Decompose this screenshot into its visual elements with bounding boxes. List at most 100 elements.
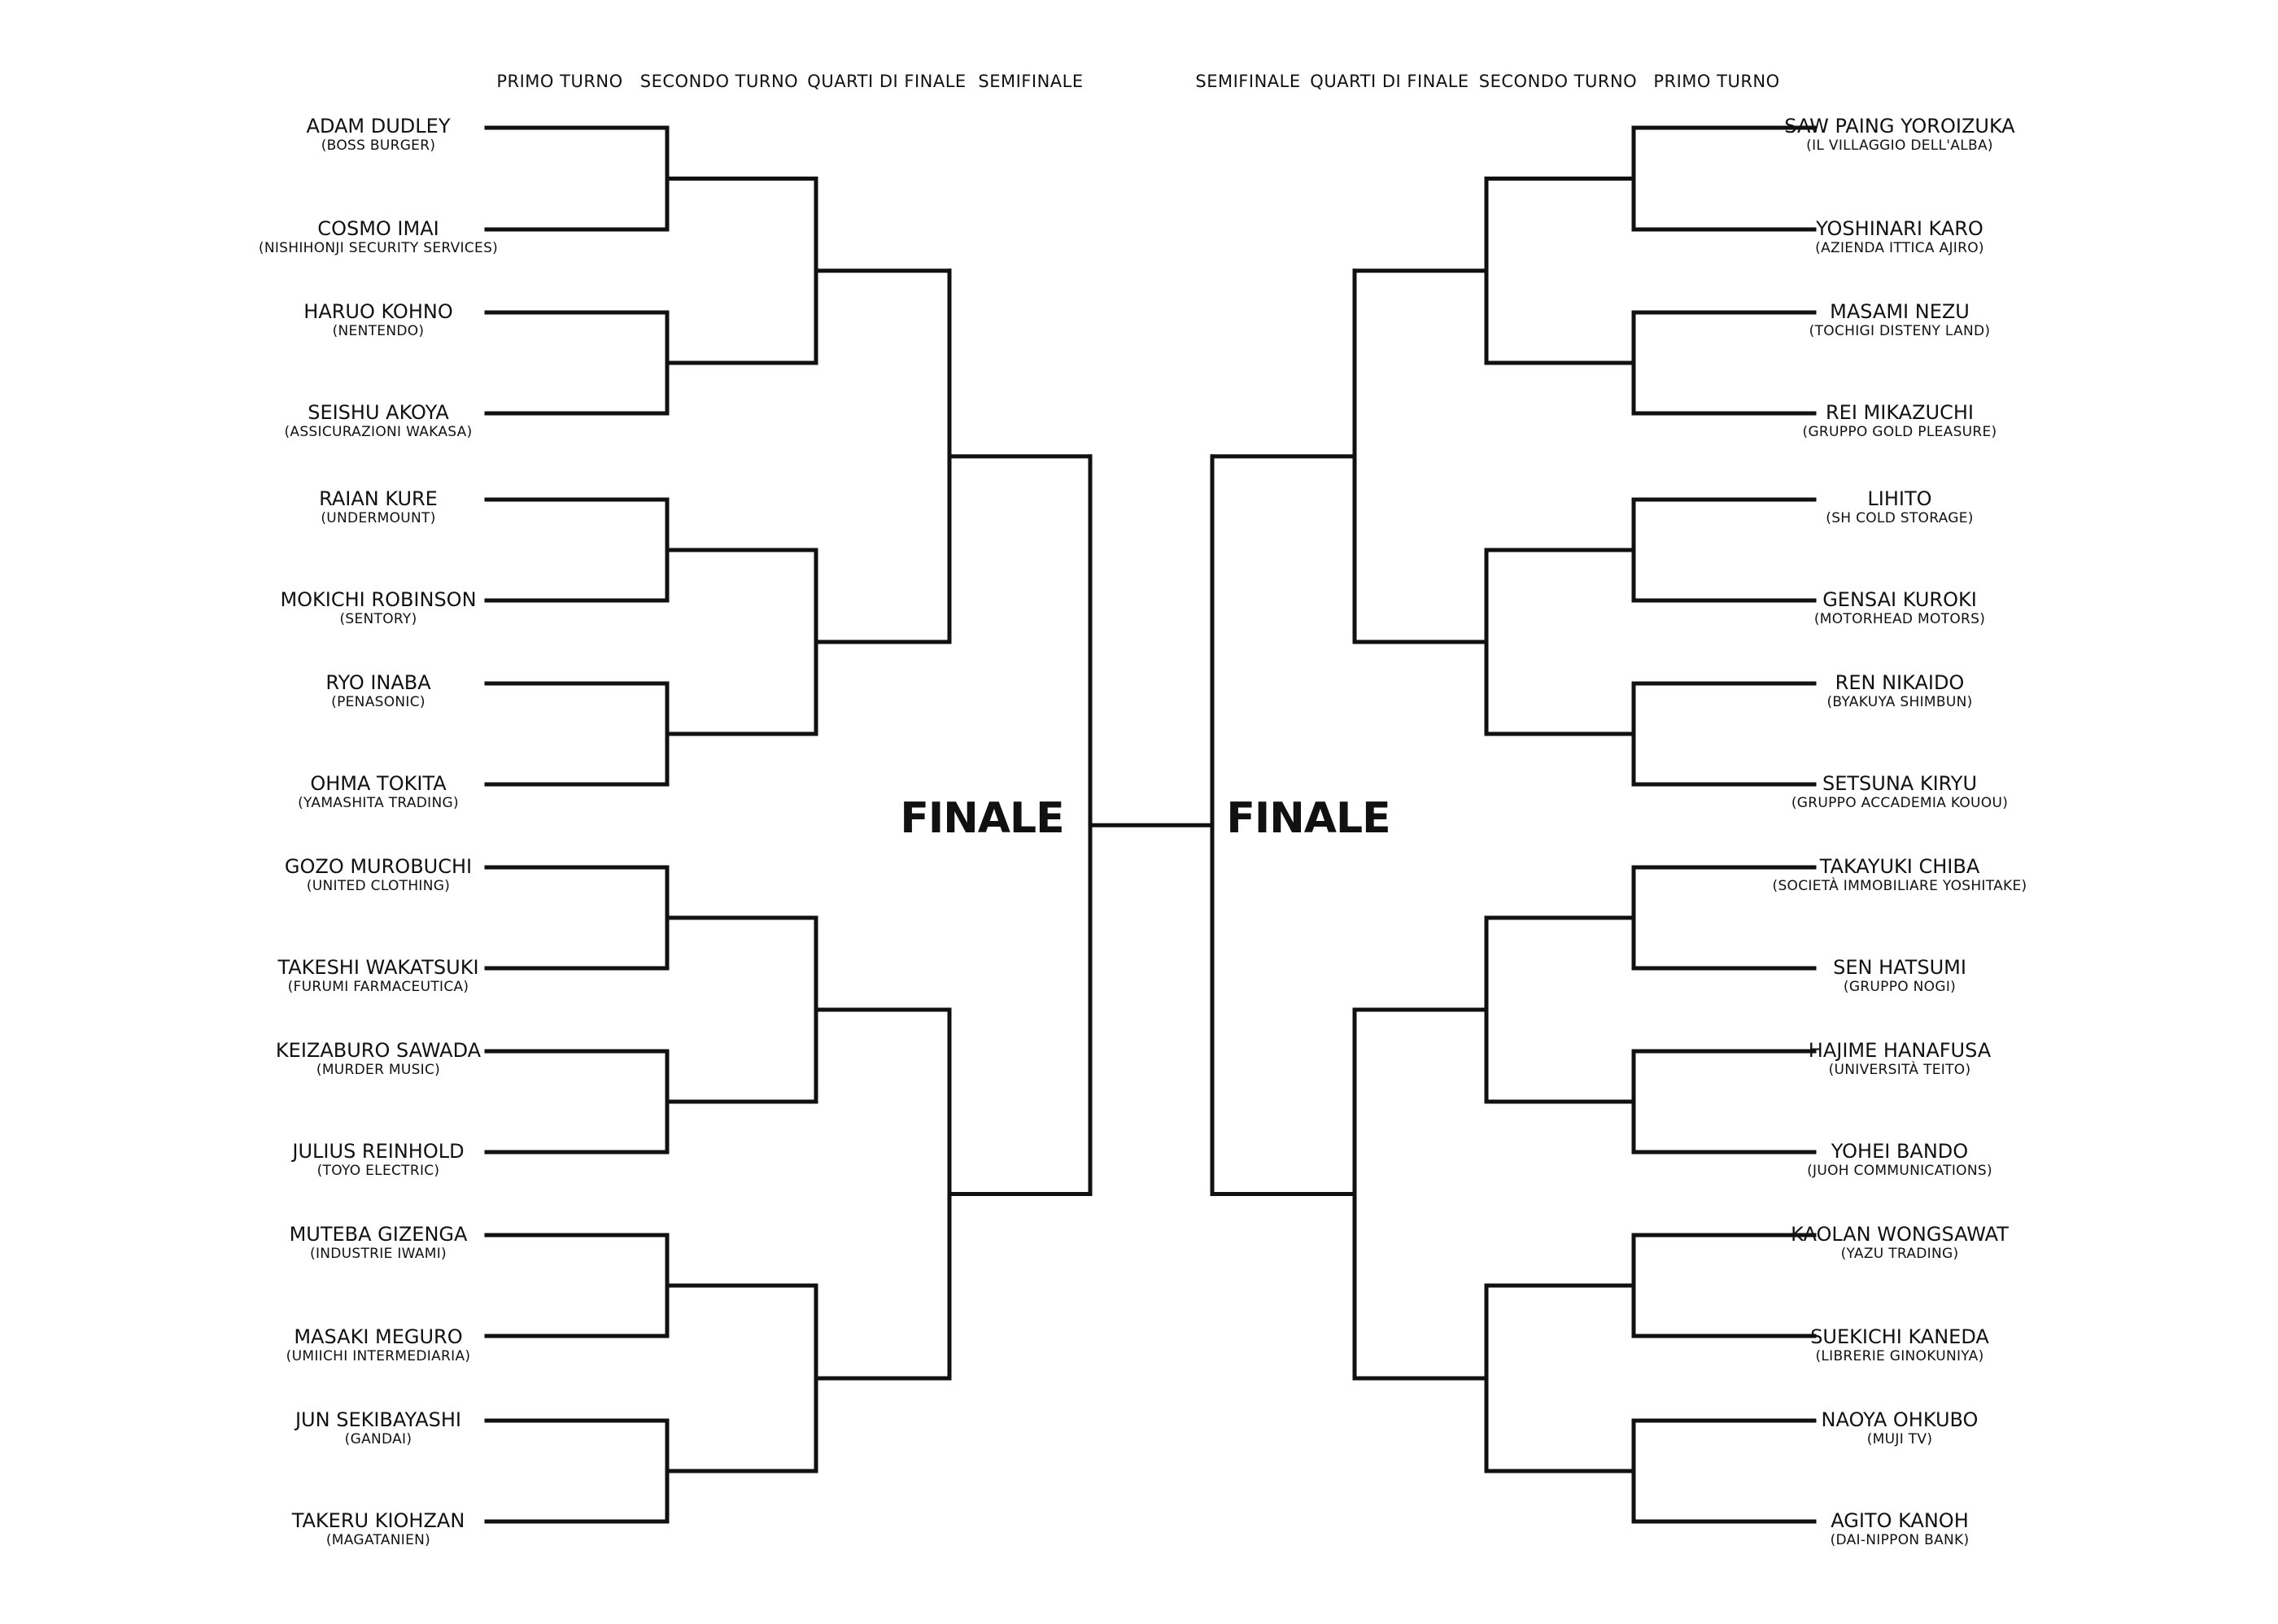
fighter-company: (IL VILLAGGIO DELL'ALBA)	[1806, 138, 1993, 154]
fighter-company: (DAI-NIPPON BANK)	[1830, 1532, 1970, 1548]
round-header-left-2: SECONDO TURNO	[639, 72, 799, 91]
fighter-company: (JUOH COMMUNICATIONS)	[1807, 1163, 1992, 1179]
finale-label-right: FINALE	[1226, 794, 1390, 843]
fighter-company: (TOCHIGI DISTENY LAND)	[1809, 323, 1991, 339]
fighter-company: (FURUMI FARMACEUTICA)	[287, 979, 469, 995]
fighter-name: OHMA TOKITA	[310, 772, 447, 795]
fighter-name: JUN SEKIBAYASHI	[295, 1408, 462, 1431]
round-header-right-1: SEMIFINALE	[1195, 72, 1301, 91]
right-fighter-6: GENSAI KUROKI(MOTORHEAD MOTORS)	[1814, 589, 1985, 628]
right-fighter-7: REN NIKAIDO(BYAKUYA SHIMBUN)	[1826, 672, 1972, 711]
round-header-right-2: QUARTI DI FINALE	[1310, 72, 1469, 91]
fighter-name: HAJIME HANAFUSA	[1808, 1039, 1992, 1062]
fighter-name: LIHITO	[1867, 487, 1932, 510]
fighter-name: SETSUNA KIRYU	[1822, 772, 1978, 795]
fighter-company: (GRUPPO GOLD PLEASURE)	[1802, 424, 1997, 440]
fighter-name: REI MIKAZUCHI	[1826, 401, 1974, 424]
left-fighter-2: COSMO IMAI(NISHIHONJI SECURITY SERVICES)	[259, 218, 498, 257]
left-fighter-4: SEISHU AKOYA(ASSICURAZIONI WAKASA)	[284, 402, 472, 441]
fighter-name: REN NIKAIDO	[1835, 671, 1965, 694]
right-fighter-11: HAJIME HANAFUSA(UNIVERSITÀ TEITO)	[1809, 1040, 1991, 1079]
round-header-left-3: QUARTI DI FINALE	[807, 72, 967, 91]
fighter-name: SAW PAING YOROIZUKA	[1784, 115, 2015, 138]
fighter-name: TAKESHI WAKATSUKI	[277, 956, 479, 979]
fighter-company: (LIBRERIE GINOKUNIYA)	[1815, 1348, 1984, 1364]
fighter-company: (SOCIETÀ IMMOBILIARE YOSHITAKE)	[1772, 878, 2027, 894]
fighter-company: (NENTENDO)	[332, 323, 425, 339]
fighter-company: (SENTORY)	[339, 611, 417, 627]
left-fighter-8: OHMA TOKITA(YAMASHITA TRADING)	[298, 773, 459, 812]
fighter-name: ADAM DUDLEY	[306, 115, 451, 138]
fighter-company: (GRUPPO NOGI)	[1843, 979, 1957, 995]
fighter-company: (BYAKUYA SHIMBUN)	[1826, 694, 1973, 710]
fighter-company: (INDUSTRIE IWAMI)	[310, 1246, 447, 1262]
right-fighter-1: SAW PAING YOROIZUKA(IL VILLAGGIO DELL'AL…	[1784, 116, 2014, 155]
fighter-name: YOSHINARI KARO	[1816, 217, 1983, 240]
left-fighter-14: MASAKI MEGURO(UMIICHI INTERMEDIARIA)	[286, 1326, 471, 1365]
round-header-right-3: SECONDO TURNO	[1478, 72, 1638, 91]
fighter-name: KEIZABURO SAWADA	[275, 1039, 482, 1062]
fighter-company: (ASSICURAZIONI WAKASA)	[284, 424, 473, 440]
fighter-company: (UNITED CLOTHING)	[306, 878, 451, 894]
left-fighter-3: HARUO KOHNO(NENTENDO)	[303, 301, 452, 340]
fighter-name: GENSAI KUROKI	[1822, 588, 1977, 611]
fighter-name: GOZO MUROBUCHI	[284, 855, 473, 878]
fighter-name: MOKICHI ROBINSON	[280, 588, 477, 611]
fighter-company: (GANDAI)	[344, 1431, 412, 1447]
right-fighter-2: YOSHINARI KARO(AZIENDA ITTICA AJIRO)	[1815, 218, 1984, 257]
right-fighter-10: SEN HATSUMI(GRUPPO NOGI)	[1833, 957, 1966, 996]
round-header-left-4: SEMIFINALE	[978, 72, 1084, 91]
fighter-name: SUEKICHI KANEDA	[1810, 1325, 1989, 1348]
fighter-name: MASAKI MEGURO	[294, 1325, 463, 1348]
fighter-name: YOHEI BANDO	[1831, 1140, 1969, 1163]
fighter-company: (BOSS BURGER)	[321, 138, 436, 154]
fighter-company: (MURDER MUSIC)	[316, 1062, 441, 1078]
fighter-company: (GRUPPO ACCADEMIA KOUOU)	[1791, 795, 2009, 811]
round-header-right-4: PRIMO TURNO	[1653, 72, 1780, 91]
fighter-name: TAKERU KIOHZAN	[291, 1509, 465, 1532]
right-fighter-16: AGITO KANOH(DAI-NIPPON BANK)	[1831, 1510, 1970, 1549]
fighter-name: COSMO IMAI	[317, 217, 439, 240]
right-fighter-13: KAOLAN WONGSAWAT(YAZU TRADING)	[1791, 1224, 2009, 1263]
left-fighter-5: RAIAN KURE(UNDERMOUNT)	[319, 488, 438, 527]
fighter-company: (UNDERMOUNT)	[321, 510, 436, 526]
fighter-name: KAOLAN WONGSAWAT	[1791, 1223, 2009, 1246]
fighter-company: (UNIVERSITÀ TEITO)	[1828, 1062, 1971, 1078]
right-fighter-9: TAKAYUKI CHIBA(SOCIETÀ IMMOBILIARE YOSHI…	[1773, 856, 2027, 895]
fighter-company: (YAMASHITA TRADING)	[298, 795, 459, 811]
fighter-name: SEISHU AKOYA	[308, 401, 449, 424]
fighter-company: (NISHIHONJI SECURITY SERVICES)	[258, 240, 499, 256]
left-fighter-6: MOKICHI ROBINSON(SENTORY)	[280, 589, 476, 628]
right-fighter-8: SETSUNA KIRYU(GRUPPO ACCADEMIA KOUOU)	[1791, 773, 2008, 812]
fighter-name: MUTEBA GIZENGA	[289, 1223, 468, 1246]
right-fighter-4: REI MIKAZUCHI(GRUPPO GOLD PLEASURE)	[1803, 402, 1997, 441]
left-fighter-10: TAKESHI WAKATSUKI(FURUMI FARMACEUTICA)	[277, 957, 478, 996]
right-fighter-14: SUEKICHI KANEDA(LIBRERIE GINOKUNIYA)	[1810, 1326, 1989, 1365]
fighter-name: RAIAN KURE	[319, 487, 438, 510]
fighter-name: SEN HATSUMI	[1833, 956, 1966, 979]
fighter-name: MASAMI NEZU	[1830, 300, 1970, 323]
fighter-company: (YAZU TRADING)	[1840, 1246, 1959, 1262]
left-fighter-11: KEIZABURO SAWADA(MURDER MUSIC)	[276, 1040, 481, 1079]
left-fighter-7: RYO INABA(PENASONIC)	[325, 672, 430, 711]
left-fighter-13: MUTEBA GIZENGA(INDUSTRIE IWAMI)	[290, 1224, 468, 1263]
left-fighter-15: JUN SEKIBAYASHI(GANDAI)	[295, 1409, 461, 1448]
fighter-name: NAOYA OHKUBO	[1821, 1408, 1979, 1431]
fighter-company: (SH COLD STORAGE)	[1826, 510, 1974, 526]
fighter-company: (MUJI TV)	[1866, 1431, 1933, 1447]
right-fighter-12: YOHEI BANDO(JUOH COMMUNICATIONS)	[1807, 1141, 1992, 1180]
fighter-name: AGITO KANOH	[1831, 1509, 1969, 1532]
fighter-company: (TOYO ELECTRIC)	[316, 1163, 440, 1179]
fighter-company: (MOTORHEAD MOTORS)	[1813, 611, 1986, 627]
right-fighter-3: MASAMI NEZU(TOCHIGI DISTENY LAND)	[1809, 301, 1991, 340]
fighter-company: (MAGATANIEN)	[325, 1532, 431, 1548]
right-fighter-5: LIHITO(SH COLD STORAGE)	[1826, 488, 1973, 527]
left-fighter-12: JULIUS REINHOLD(TOYO ELECTRIC)	[292, 1141, 464, 1180]
round-header-left-1: PRIMO TURNO	[496, 72, 623, 91]
fighter-company: (PENASONIC)	[331, 694, 425, 710]
left-fighter-1: ADAM DUDLEY(BOSS BURGER)	[307, 116, 451, 155]
fighter-company: (AZIENDA ITTICA AJIRO)	[1815, 240, 1984, 256]
left-fighter-16: TAKERU KIOHZAN(MAGATANIEN)	[292, 1510, 465, 1549]
